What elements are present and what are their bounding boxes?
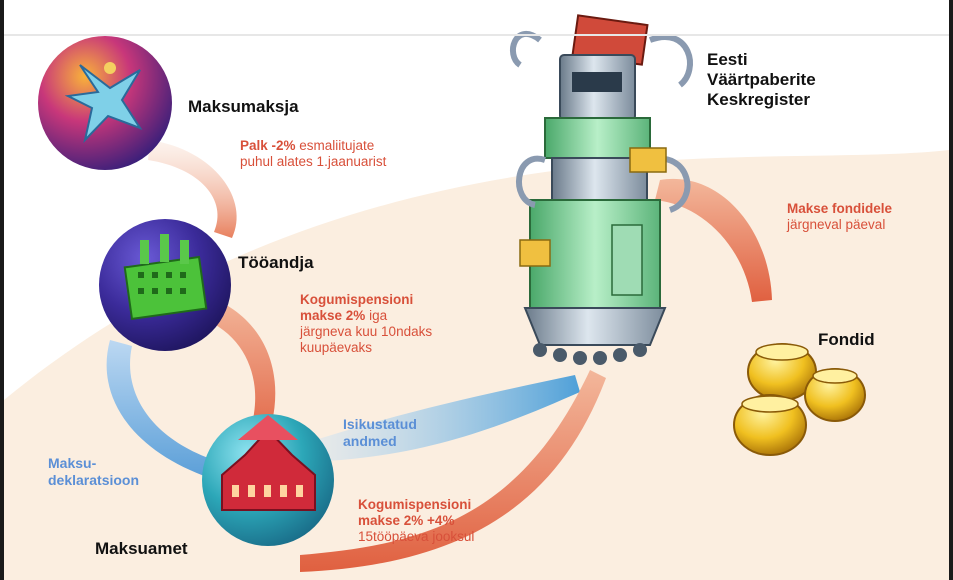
- flow-label-funds-payment: Makse fondidele järgneval päeval: [787, 201, 892, 233]
- frame-right-border: [949, 0, 953, 580]
- contribution-rest-2: iga: [365, 307, 388, 323]
- factory-globe-icon: [99, 219, 231, 351]
- registry-line-1: Eesti: [707, 50, 748, 69]
- flow-label-declaration: Maksu- deklaratsioon: [48, 455, 139, 488]
- node-taxpayer: Maksumaksja: [188, 97, 299, 116]
- top-divider: [4, 34, 949, 36]
- contribution-line-4: kuupäevaks: [300, 339, 373, 355]
- salary-rest-2: puhul alates 1.jaanuarist: [240, 153, 387, 169]
- transfer-bold-2: makse 2% +4%: [358, 512, 455, 528]
- declaration-line-1: Maksu-: [48, 455, 97, 471]
- flow-label-personal-data: Isikustatud andmed: [343, 416, 417, 449]
- flow-arrow-transfer: [300, 370, 606, 572]
- dancer-globe-icon: [38, 36, 172, 170]
- node-tax-board: Maksuamet: [95, 539, 188, 558]
- contribution-bold-1: Kogumispensioni: [300, 292, 414, 307]
- flow-arrow-contribution: [196, 295, 276, 452]
- salary-rest-1: esmaliitujate: [295, 138, 375, 153]
- flow-label-salary: Palk -2% esmaliitujate puhul alates 1.ja…: [240, 138, 386, 170]
- registry-line-3: Keskregister: [707, 90, 811, 110]
- flow-arrow-personal-data: [300, 375, 580, 462]
- personal-data-line-2: andmed: [343, 432, 397, 449]
- contribution-line-3: järgneva kuu 10ndaks: [300, 323, 433, 339]
- node-employer: Tööandja: [238, 253, 314, 272]
- building-globe-icon: [202, 414, 334, 546]
- transfer-line-3: 15tööpäeva jooksul: [358, 528, 475, 544]
- declaration-line-2: deklaratsioon: [48, 471, 140, 488]
- flow-label-contribution: Kogumispensioni makse 2% iga järgneva ku…: [300, 292, 432, 356]
- funds-payment-bold: Makse fondidele: [787, 201, 893, 216]
- personal-data-line-1: Isikustatud: [343, 416, 417, 432]
- node-funds: Fondid: [818, 330, 875, 349]
- salary-bold: Palk -2%: [240, 138, 296, 153]
- flow-arrow-salary: [148, 140, 237, 238]
- transfer-bold-1: Kogumispensioni: [358, 497, 472, 512]
- node-registry: Eesti Väärtpaberite Keskregister: [707, 50, 816, 110]
- contribution-bold-2: makse 2%: [300, 307, 366, 323]
- flow-arrow-funds: [655, 178, 772, 302]
- flow-label-transfer: Kogumispensioni makse 2% +4% 15tööpäeva …: [358, 497, 474, 545]
- frame-left-border: [0, 0, 4, 580]
- funds-payment-rest: järgneval päeval: [787, 216, 886, 232]
- robot-registry-icon: [509, 14, 693, 365]
- registry-line-2: Väärtpaberite: [707, 70, 816, 90]
- gold-pots-icon: [733, 343, 866, 456]
